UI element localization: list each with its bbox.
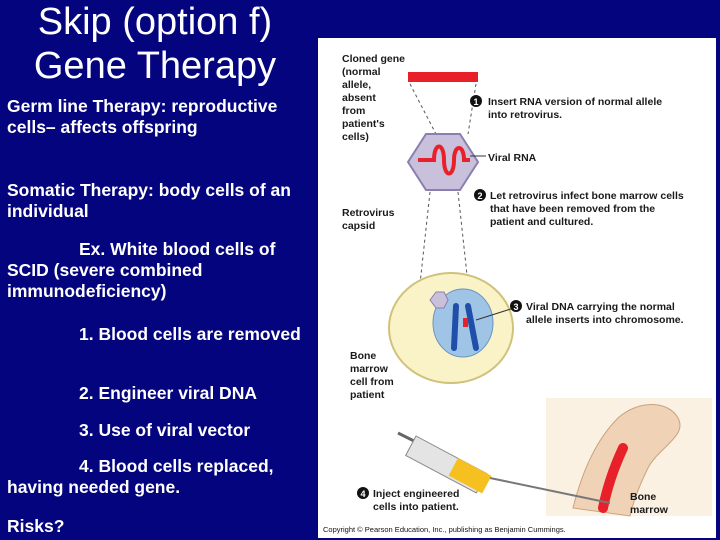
bullet-germ-line: Germ line Therapy: reproductive cells– a… <box>7 96 278 137</box>
syringe <box>397 431 611 504</box>
label-step3: Viral DNA carrying the normal allele ins… <box>526 301 684 326</box>
viral-rna-squiggle <box>418 144 470 176</box>
virus-at-cell <box>429 291 449 309</box>
bullet-step-2: 2. Engineer viral DNA <box>79 383 257 403</box>
label-cloned-gene: Cloned gene (normal allele, absent from … <box>342 53 408 143</box>
chromosome-shape-1 <box>451 303 459 351</box>
bullet-step-1: 1. Blood cells are removed <box>79 324 301 344</box>
funnel-lines-1 <box>409 83 477 135</box>
bullet-example-scid: Ex. White blood cells of SCID (severe co… <box>7 239 276 301</box>
label-step4: Inject engineered cells into patient. <box>373 488 462 513</box>
label-retrovirus-capsid: Retrovirus capsid <box>342 207 397 232</box>
bullet-somatic: Somatic Therapy: body cells of an indivi… <box>7 180 291 221</box>
step4-marker: 4 <box>357 487 369 499</box>
bone-shape <box>572 404 681 517</box>
bullet-step-4: 4. Blood cells replaced, having needed g… <box>7 456 274 497</box>
inserted-gene-mark <box>463 318 468 327</box>
step3-pointer <box>475 307 515 321</box>
label-bone-marrow-cell: Bone marrow cell from patient <box>350 350 397 401</box>
label-step1: Insert RNA version of normal allele into… <box>488 96 665 121</box>
svg-text:1: 1 <box>473 97 478 107</box>
label-bone-marrow: Bone marrow <box>630 491 669 516</box>
chromosome-shape-2 <box>465 303 479 351</box>
bullet-risks: Risks? <box>7 516 65 536</box>
step2-marker: 2 <box>474 189 486 201</box>
step1-marker: 1 <box>470 95 482 107</box>
figure-drawing: 1 2 3 4 Cloned gene (normal allele, abse… <box>323 53 712 534</box>
copyright-text: Copyright © Pearson Education, Inc., pub… <box>323 525 566 534</box>
svg-text:2: 2 <box>477 191 482 201</box>
label-step2: Let retrovirus infect bone marrow cells … <box>490 190 687 228</box>
title-line-2: Gene Therapy <box>33 45 277 87</box>
gene-therapy-figure: 1 2 3 4 Cloned gene (normal allele, abse… <box>318 38 716 538</box>
svg-text:4: 4 <box>360 489 365 499</box>
title-line-1: Skip (option f) <box>37 1 273 43</box>
step3-marker: 3 <box>510 300 522 312</box>
slide-title: Skip (option f) Gene Therapy <box>0 0 310 88</box>
svg-text:3: 3 <box>513 302 518 312</box>
funnel-lines-2 <box>419 191 469 285</box>
cloned-gene-bar <box>408 72 478 82</box>
bullet-step-3: 3. Use of viral vector <box>79 420 251 440</box>
label-viral-rna: Viral RNA <box>488 152 537 164</box>
